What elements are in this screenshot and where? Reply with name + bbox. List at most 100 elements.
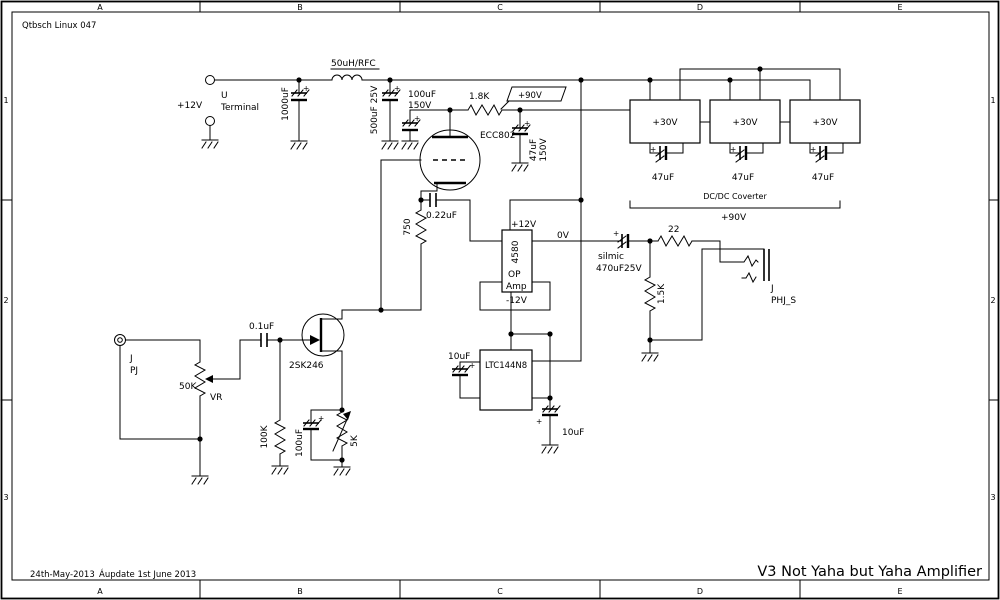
col-label-bottom-e: E: [897, 587, 902, 596]
polarity-plus: +: [613, 229, 619, 238]
polarity-plus: +: [303, 84, 309, 93]
label-cap-value: 500uF 25V: [370, 85, 380, 134]
resistor-100k[interactable]: 100K: [260, 419, 287, 455]
capacitor-500uf[interactable]: + 500uF 25V: [370, 84, 401, 134]
polarity-plus: +: [536, 417, 542, 426]
inductor-icon: [331, 74, 363, 81]
cap-hatch: [735, 149, 745, 163]
label-res-value: 22: [668, 225, 679, 235]
trimmer-arrow-icon: [343, 411, 351, 420]
resistor-1k8[interactable]: 1.8K: [467, 92, 503, 117]
label-res-value: 1.8K: [469, 92, 490, 102]
input-jack[interactable]: J PJ: [114, 334, 139, 377]
ground-icon: [401, 140, 419, 150]
label-cap-brand: silmic: [598, 252, 624, 262]
schematic-title: V3 Not Yaha but Yaha Amplifier: [757, 564, 982, 580]
terminal-pin-icon[interactable]: [205, 116, 215, 126]
polarity-plus: +: [810, 145, 816, 154]
wiper-arrow-icon: [205, 375, 213, 383]
jfet-2sk246[interactable]: 2SK246: [289, 313, 345, 371]
capacitor-10uf-fly[interactable]: + 10uF: [448, 352, 475, 377]
capacitor-1000uf[interactable]: + 1000uF: [281, 84, 310, 121]
label-rail-pos: +12V: [511, 220, 537, 230]
ground-icon: [201, 139, 219, 149]
capacitor-47uf-150v[interactable]: + 47uF 150V: [512, 119, 549, 162]
cap-plates: [260, 333, 268, 347]
label-pot-value: 50K: [179, 382, 197, 392]
label-cap-value: 47uF: [812, 173, 834, 183]
capacitor-10uf-out[interactable]: + 10uF: [536, 405, 584, 438]
module-body: [789, 99, 861, 144]
dcdc-module-2[interactable]: +30V + 47uF: [709, 99, 781, 183]
row-label-right-2: 2: [990, 296, 995, 305]
cap-hatch: [382, 89, 401, 97]
resistor-icon: [643, 276, 657, 312]
label-choke-value: 50uH/RFC: [331, 59, 376, 69]
terminal-pin-icon[interactable]: [205, 75, 215, 85]
dcdc-module-1[interactable]: +30V + 47uF: [629, 99, 701, 183]
capacitor-100uf-150v[interactable]: + 100uF 150V: [402, 90, 436, 132]
net-flag-90v[interactable]: +90V: [500, 86, 567, 110]
inverter-ltc144n8[interactable]: LTC144N8: [479, 349, 533, 411]
col-label-top-b: B: [297, 3, 303, 12]
label-jack-name: PHJ_S: [771, 296, 796, 306]
dcdc-module-3[interactable]: +30V + 47uF: [789, 99, 861, 183]
label-res-value: 1.5K: [657, 283, 667, 304]
capacitor-silmic[interactable]: + silmic 470uF25V: [596, 229, 643, 274]
trimmer-5k[interactable]: 5K: [332, 411, 360, 452]
label-module-voltage: +30V: [652, 118, 678, 128]
ground-icon: [271, 465, 289, 475]
dcdc-caption: DC/DC Coverter +90V: [703, 192, 767, 223]
opamp-4580[interactable]: 4580 OP Amp +12V -12V 0V: [501, 220, 570, 306]
app-header-text: Qtbsch Linux 047: [22, 21, 96, 31]
cap-hatch: [402, 119, 421, 127]
label-res-value: 100K: [260, 424, 270, 448]
label-cap-voltage: 150V: [539, 137, 549, 161]
col-label-top-a: A: [97, 3, 103, 12]
capacitor-0_22uf[interactable]: 0.22uF: [426, 193, 457, 221]
resistor-icon: [467, 103, 503, 117]
jack-outer-icon: [114, 334, 126, 346]
label-pot-ref: VR: [210, 393, 222, 403]
tube-ecc802[interactable]: ECC802: [419, 129, 515, 191]
net-flag-tail: [500, 100, 510, 110]
net-flag-icon: [506, 86, 567, 102]
row-label-left-1: 1: [3, 96, 8, 105]
ground-icon: [333, 466, 351, 476]
junction-dots: [197, 66, 763, 463]
resistor-22[interactable]: 22: [657, 225, 693, 248]
ground-icon: [381, 140, 399, 150]
capacitor-100uf-source[interactable]: + 100uF: [295, 414, 324, 457]
col-label-bottom-d: D: [697, 587, 703, 596]
label-dcdc-output: +90V: [721, 213, 747, 223]
polarity-plus: +: [414, 114, 420, 123]
choke-rfc[interactable]: 50uH/RFC: [330, 59, 380, 81]
polarity-plus: +: [524, 119, 530, 128]
ground-icon: [511, 162, 529, 172]
label-res-value: 750: [403, 218, 413, 235]
resistor-750[interactable]: 750: [403, 209, 428, 245]
label-cap-value: 10uF: [448, 352, 470, 362]
label-module-voltage: +30V: [812, 118, 838, 128]
headphone-jack[interactable]: J PHJ_S: [763, 249, 796, 306]
capacitor-0_1uf[interactable]: 0.1uF: [249, 322, 274, 347]
tube-envelope-icon: [419, 129, 481, 191]
potentiometer-50k[interactable]: 50K VR: [179, 361, 222, 403]
label-cap-value: 47uF: [732, 173, 754, 183]
resistor-icon: [414, 209, 428, 245]
row-label-right-1: 1: [990, 96, 995, 105]
resistor-1k5[interactable]: 1.5K: [643, 276, 667, 312]
ground-icon: [641, 352, 659, 362]
col-label-top-c: C: [497, 3, 503, 12]
label-inverter-part: LTC144N8: [485, 361, 527, 371]
input-terminal[interactable]: +12V U Terminal: [177, 75, 259, 126]
resistor-icon: [273, 419, 287, 455]
label-date: 24th-May-2013: [30, 570, 95, 580]
row-label-left-3: 3: [3, 493, 8, 502]
cap-hatch: [617, 235, 627, 249]
label-cap-value: 47uF: [529, 139, 539, 161]
